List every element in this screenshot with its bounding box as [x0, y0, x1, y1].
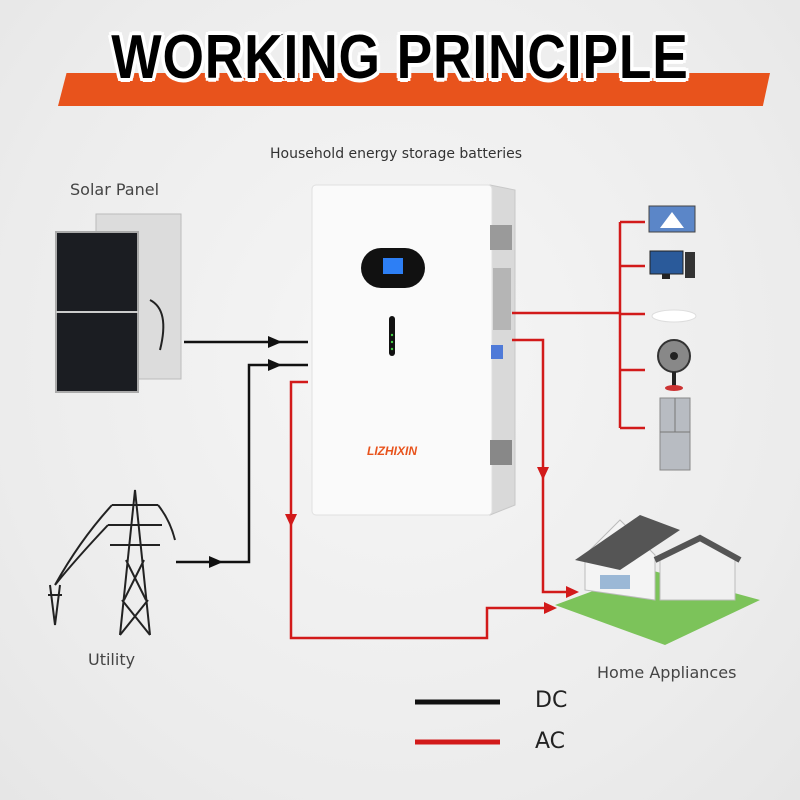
dc-lines: [176, 340, 308, 564]
battery-unit: [311, 184, 516, 516]
legend-ac-label: AC: [535, 729, 566, 754]
page-title: WORKING PRINCIPLE: [110, 22, 689, 93]
solar-label: Solar Panel: [70, 180, 160, 199]
ac-lines: [289, 220, 645, 640]
arrow-right-icon: [268, 359, 282, 371]
arrow-down-icon: [285, 514, 297, 527]
arrow-right-icon: [566, 586, 579, 598]
arrow-down-icon: [537, 467, 549, 480]
fan-icon: [657, 339, 691, 391]
title-banner: [58, 73, 770, 106]
tv-icon: [648, 205, 696, 233]
house-icon: [555, 515, 760, 645]
computer-icon: [649, 250, 695, 279]
arrow-right-icon: [209, 556, 223, 568]
refrigerator-icon: [659, 397, 691, 471]
solar-panel-icon: [55, 213, 182, 393]
home-label: Home Appliances: [597, 663, 737, 682]
utility-tower-icon: [48, 489, 176, 636]
legend-dc-label: DC: [535, 688, 568, 713]
utility-label: Utility: [88, 650, 136, 669]
battery-label: Household energy storage batteries: [270, 146, 523, 162]
brand-logo: LIZHIXIN: [367, 444, 417, 458]
arrow-right-icon: [268, 336, 282, 348]
ceiling-light-icon: [651, 309, 697, 323]
arrow-right-icon: [544, 602, 557, 614]
